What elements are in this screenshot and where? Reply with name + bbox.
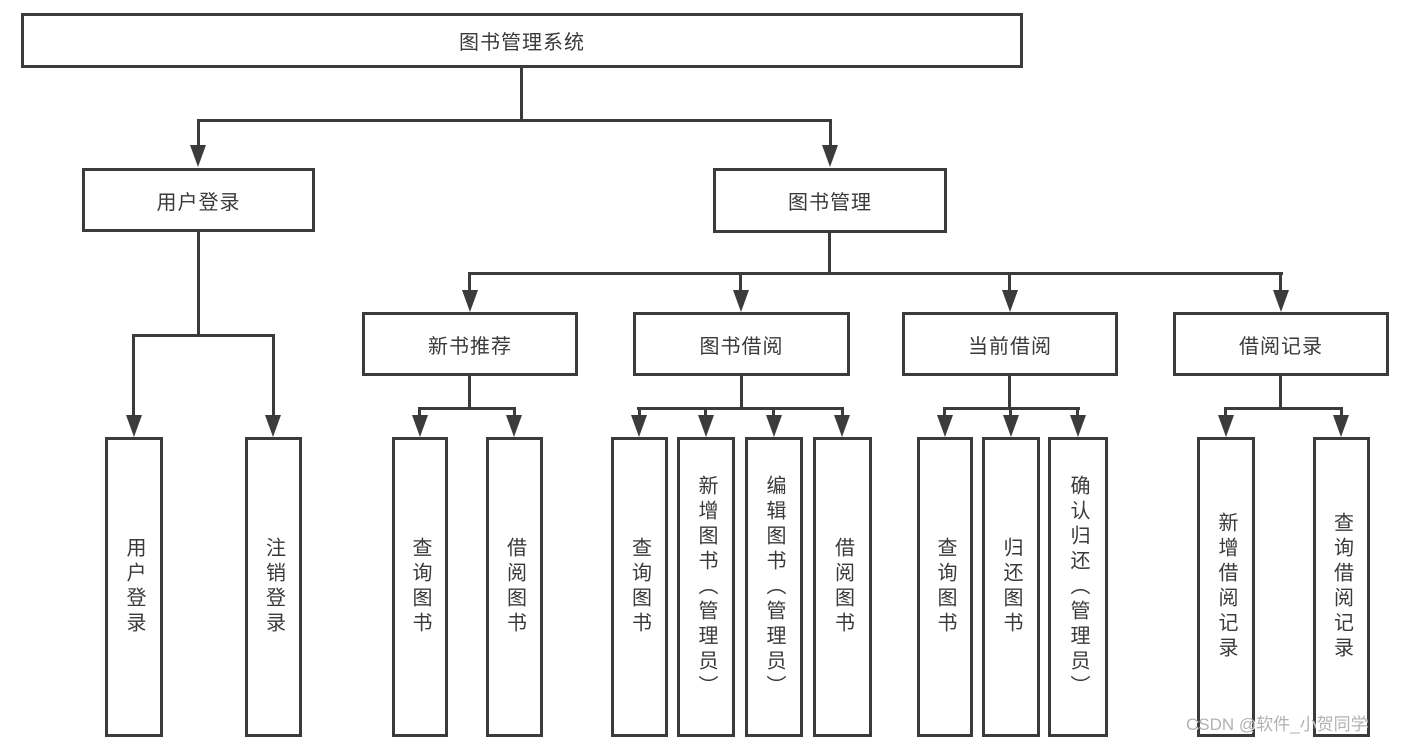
arrowhead-borrow-records — [1273, 290, 1289, 312]
leaf-user-login-label: 用户登录 — [123, 537, 145, 637]
connector-stub-sec1-edit — [772, 407, 775, 417]
leaf-user-login: 用户登录 — [105, 437, 163, 737]
leaf-bb-edit-books-admin: 编辑图书（管理员） — [745, 437, 803, 737]
leaf-br-add-record-label: 新增借阅记录 — [1215, 512, 1237, 662]
leaf-cb-query-books-label: 查询图书 — [934, 537, 956, 637]
connector-stub-sec3-add — [1224, 407, 1227, 417]
leaf-bb-query-books-label: 查询图书 — [628, 537, 651, 637]
leaf-bb-edit-books-admin-label: 编辑图书（管理员） — [763, 474, 785, 700]
connector-sec3-horizontal — [1224, 407, 1343, 410]
connector-root-vertical — [520, 68, 523, 122]
leaf-br-query-record: 查询借阅记录 — [1313, 437, 1370, 737]
arrowhead-sec3-add — [1218, 415, 1234, 437]
arrowhead-current-borrow — [1002, 290, 1018, 312]
leaf-logout: 注销登录 — [245, 437, 302, 737]
leaf-cb-confirm-return-admin: 确认归还（管理员） — [1048, 437, 1108, 737]
leaf-br-query-record-label: 查询借阅记录 — [1330, 512, 1353, 662]
connector-book-management-horizontal — [468, 272, 1283, 275]
connector-stub-sec0-query — [418, 407, 421, 417]
leaf-nbr-query-books: 查询图书 — [392, 437, 448, 737]
connector-stub-current-borrow — [1008, 272, 1011, 292]
leaf-bb-borrow-books-label: 借阅图书 — [831, 537, 854, 637]
csdn-watermark: CSDN @软件_小贺同学 — [1186, 715, 1368, 734]
connector-sec0-vertical — [468, 376, 471, 410]
node-new-book-recommend: 新书推荐 — [362, 312, 578, 376]
connector-stub-book-management — [829, 119, 832, 147]
leaf-bb-add-books-admin-label: 新增图书（管理员） — [695, 474, 717, 700]
connector-stub-book-borrow — [739, 272, 742, 292]
connector-sec1-horizontal — [637, 407, 844, 410]
node-book-management-label: 图书管理 — [788, 192, 872, 214]
node-current-borrow-label: 当前借阅 — [968, 335, 1052, 358]
node-user-login: 用户登录 — [82, 168, 315, 232]
node-borrow-records: 借阅记录 — [1173, 312, 1389, 376]
arrowhead-sec2-query — [937, 415, 953, 437]
node-user-login-label: 用户登录 — [156, 191, 241, 214]
connector-stub-borrow-records — [1279, 272, 1282, 292]
connector-stub-sec2-query — [943, 407, 946, 417]
connector-sec3-vertical — [1279, 376, 1282, 410]
connector-sec1-vertical — [740, 376, 743, 410]
connector-stub-leaf-login — [132, 334, 135, 417]
connector-sec0-horizontal — [418, 407, 516, 410]
connector-root-horizontal — [197, 119, 832, 122]
connector-sec2-vertical — [1008, 376, 1011, 410]
connector-stub-sec2-return — [1009, 407, 1012, 417]
connector-stub-sec1-query — [638, 407, 641, 417]
leaf-cb-return-books-label: 归还图书 — [1000, 537, 1022, 637]
node-new-book-recommend-label: 新书推荐 — [428, 335, 512, 358]
connector-user-login-vertical — [197, 232, 200, 337]
node-book-management: 图书管理 — [713, 168, 947, 233]
node-book-borrow-label: 图书借阅 — [699, 335, 784, 358]
leaf-nbr-borrow-books: 借阅图书 — [486, 437, 543, 737]
arrowhead-leaf-logout — [265, 415, 281, 437]
connector-stub-sec2-confirm — [1076, 407, 1079, 417]
node-borrow-records-label: 借阅记录 — [1239, 335, 1323, 358]
leaf-nbr-borrow-books-label: 借阅图书 — [503, 537, 526, 637]
connector-stub-sec3-query — [1340, 407, 1343, 417]
arrowhead-book-borrow — [733, 290, 749, 312]
connector-stub-user-login — [197, 119, 200, 147]
leaf-cb-query-books: 查询图书 — [917, 437, 973, 737]
connector-stub-new-book — [468, 272, 471, 292]
leaf-bb-query-books: 查询图书 — [611, 437, 668, 737]
arrowhead-sec1-add — [698, 415, 714, 437]
arrowhead-sec2-confirm — [1070, 415, 1086, 437]
leaf-br-add-record: 新增借阅记录 — [1197, 437, 1255, 737]
leaf-cb-confirm-return-admin-label: 确认归还（管理员） — [1067, 474, 1089, 700]
leaf-bb-borrow-books: 借阅图书 — [813, 437, 872, 737]
leaf-cb-return-books: 归还图书 — [982, 437, 1040, 737]
node-root: 图书管理系统 — [21, 13, 1023, 68]
node-book-borrow: 图书借阅 — [633, 312, 850, 376]
connector-stub-sec1-add — [704, 407, 707, 417]
leaf-nbr-query-books-label: 查询图书 — [409, 537, 431, 637]
arrowhead-sec0-borrow — [506, 415, 522, 437]
arrowhead-sec3-query — [1333, 415, 1349, 437]
arrowhead-sec2-return — [1003, 415, 1019, 437]
connector-book-management-vertical — [828, 233, 831, 275]
leaf-logout-label: 注销登录 — [262, 537, 285, 637]
node-root-label: 图书管理系统 — [459, 32, 585, 54]
arrowhead-sec0-query — [412, 415, 428, 437]
arrowhead-leaf-login — [126, 415, 142, 437]
arrowhead-new-book — [462, 290, 478, 312]
arrowhead-sec1-borrow — [834, 415, 850, 437]
connector-stub-leaf-logout — [272, 334, 275, 417]
arrowhead-book-management — [822, 145, 838, 167]
arrowhead-user-login — [190, 145, 206, 167]
connector-stub-sec0-borrow — [513, 407, 516, 417]
node-current-borrow: 当前借阅 — [902, 312, 1118, 376]
arrowhead-sec1-query — [631, 415, 647, 437]
leaf-bb-add-books-admin: 新增图书（管理员） — [677, 437, 735, 737]
connector-user-login-horizontal — [132, 334, 275, 337]
arrowhead-sec1-edit — [766, 415, 782, 437]
connector-stub-sec1-borrow — [841, 407, 844, 417]
